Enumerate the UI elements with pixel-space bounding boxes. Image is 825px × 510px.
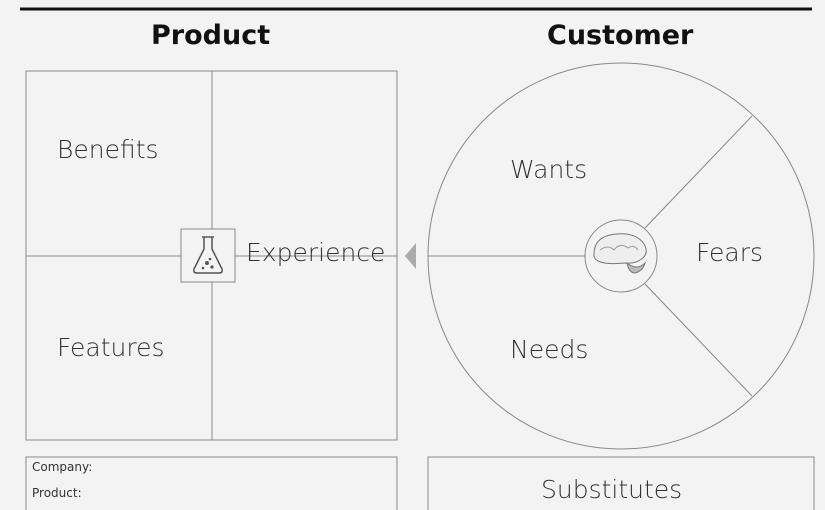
company-field-label: Company: (32, 460, 93, 474)
arrow-left-icon (405, 243, 416, 269)
fears-label: Fears (696, 238, 764, 267)
experience-label: Experience (246, 238, 386, 267)
info-box (25, 456, 398, 510)
flask-icon (180, 228, 236, 283)
product-field-label: Product: (32, 486, 82, 500)
substitutes-box (427, 456, 815, 510)
product-title: Product (151, 20, 271, 51)
brain-icon (584, 219, 658, 293)
substitutes-label: Substitutes (541, 475, 683, 504)
wants-label: Wants (510, 155, 588, 184)
benefits-label: Benefits (57, 135, 159, 164)
customer-circle (427, 62, 815, 450)
features-label: Features (57, 333, 165, 362)
customer-title: Customer (547, 20, 694, 51)
needs-label: Needs (510, 335, 589, 364)
